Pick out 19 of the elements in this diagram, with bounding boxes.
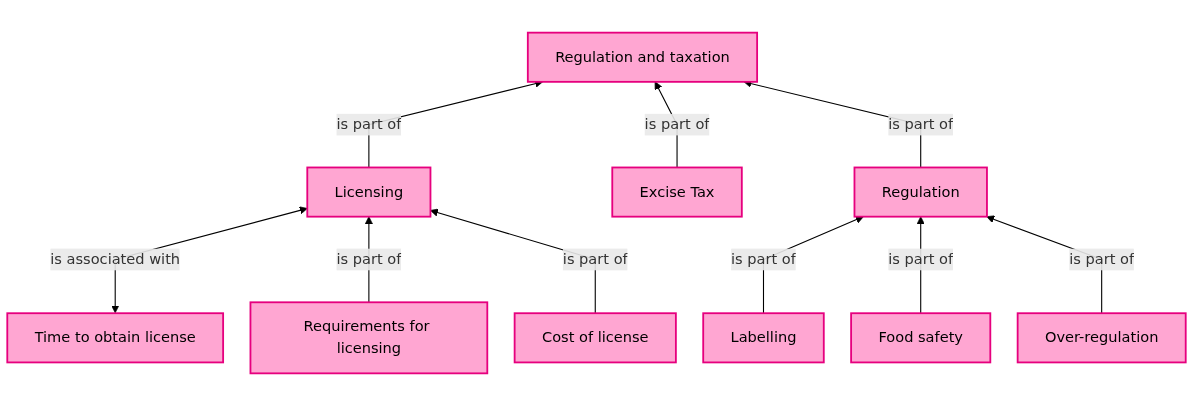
node-box: Requirements for licensing [249,301,489,375]
edge-label: is associated with [50,250,181,268]
node-box: Regulation [853,166,988,218]
node-box: Licensing [306,166,432,218]
edge-label: is part of [644,115,710,133]
edge-label: is part of [888,115,954,133]
node-box: Over-regulation [1016,312,1187,364]
edge-label: is part of [888,250,954,268]
edge-label: is part of [1069,250,1135,268]
node-box: Time to obtain license [6,312,225,364]
node-box: Regulation and taxation [526,31,759,83]
node-box: Cost of license [513,312,677,364]
node-box: Excise Tax [611,166,743,218]
node-box: Food safety [850,312,992,364]
node-box: Labelling [702,312,825,364]
edge-label: is part of [731,250,796,268]
edge-label: is part of [336,250,402,268]
edge-label: is part of [562,250,628,268]
edge-label: is part of [336,115,402,133]
